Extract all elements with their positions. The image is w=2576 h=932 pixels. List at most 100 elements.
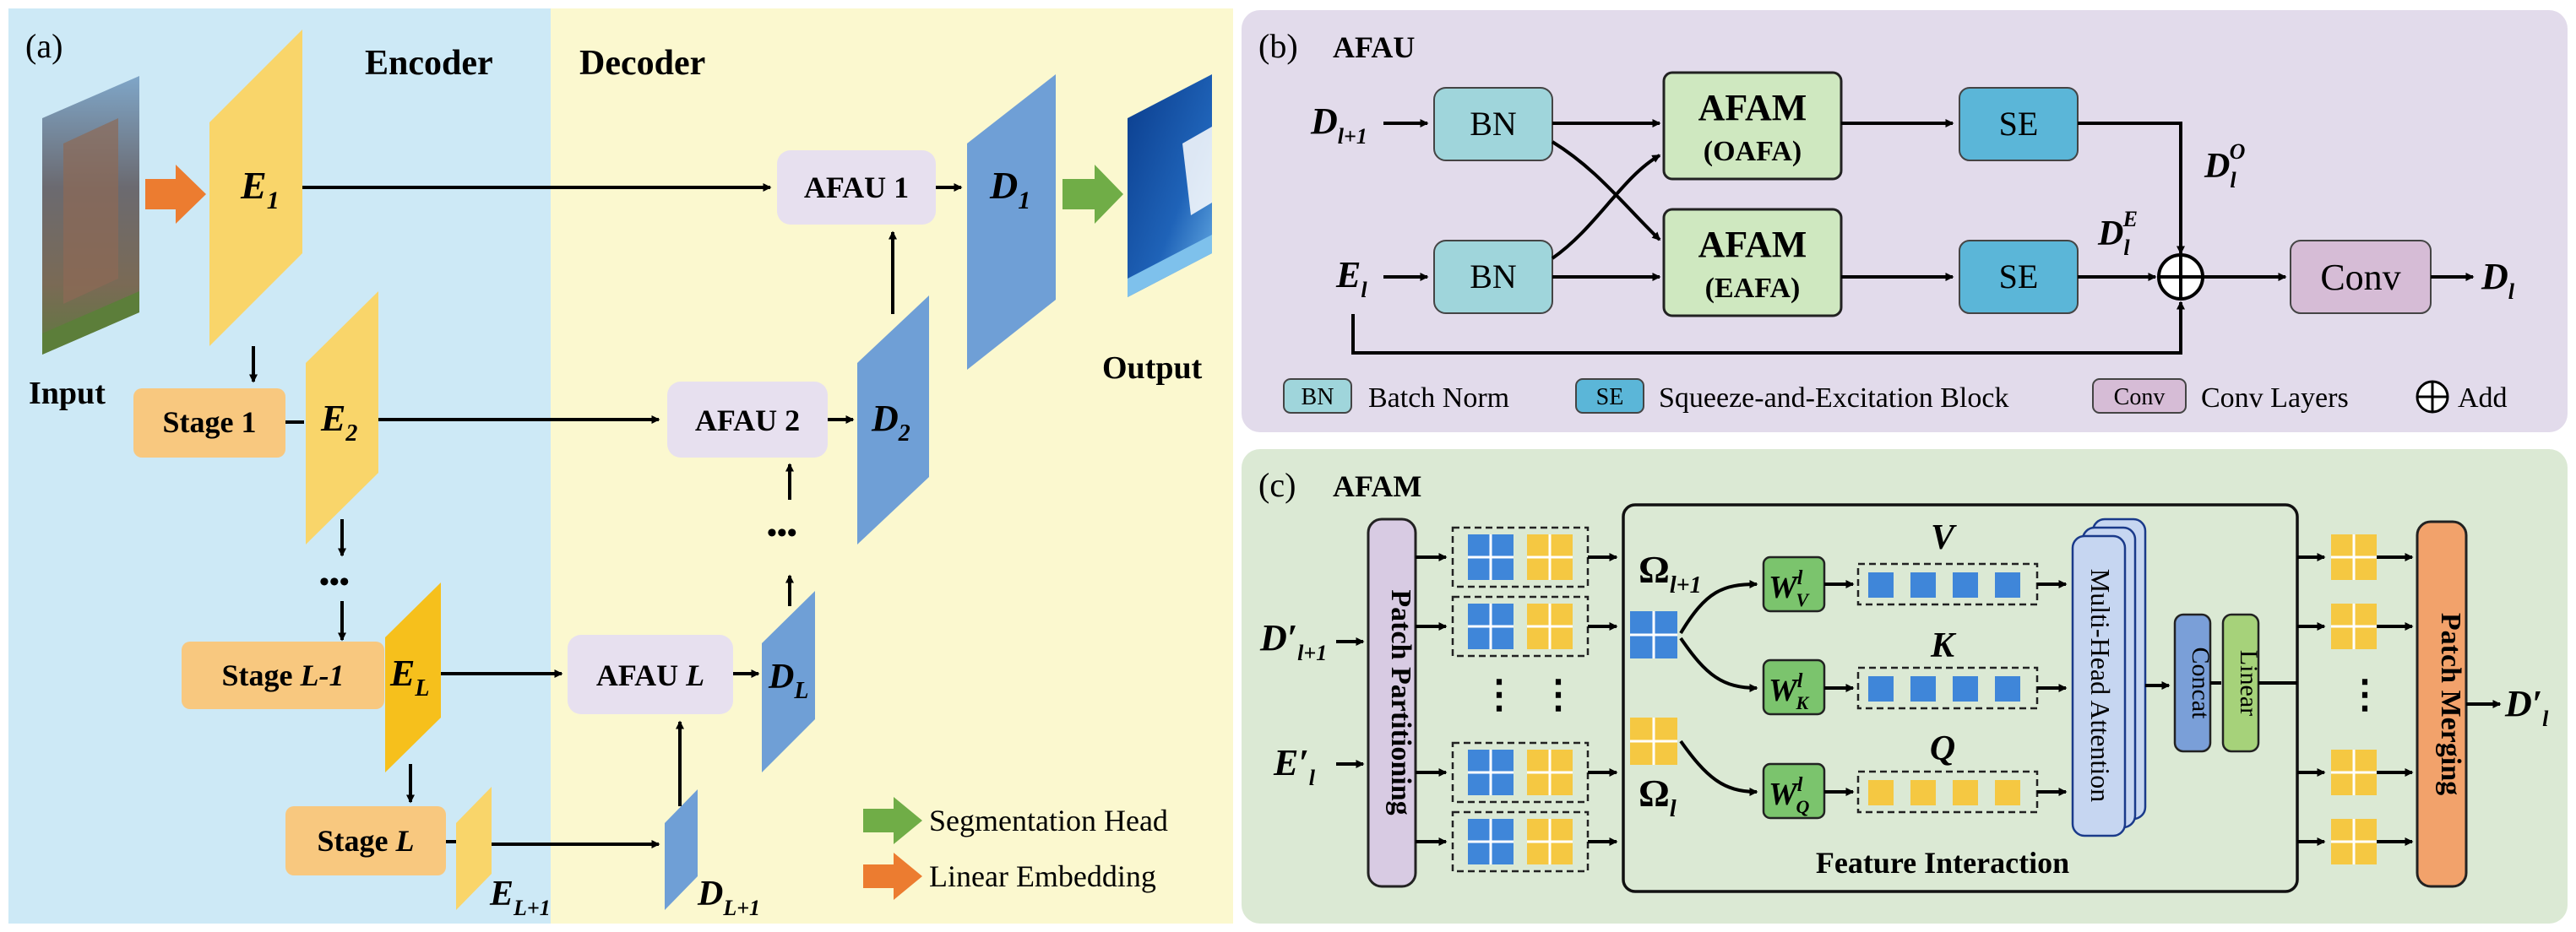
concat-label: Concat [2187, 648, 2215, 720]
conv-label: Conv [2320, 257, 2400, 298]
segmentation-head-arrow [1062, 165, 1123, 224]
output-segmentation-map [1128, 74, 1212, 297]
d2-label: D2 [871, 398, 910, 447]
e1-label: E1 [240, 164, 280, 214]
bn-bottom-label: BN [1470, 257, 1517, 295]
legend-bn-key [1283, 378, 1352, 414]
legend-seg-arrow [863, 797, 922, 844]
legend-seg-label: Segmentation Head [929, 804, 1168, 837]
e1-feature [209, 30, 302, 346]
legend-se-key [1575, 378, 1644, 414]
d1-label: D1 [989, 164, 1030, 214]
multi-head-attention-stack [2071, 517, 2147, 837]
legend-bn-key-text: BN [1302, 384, 1334, 410]
omega-bottom-label: Ωl [1639, 772, 1677, 822]
input-image [42, 76, 139, 355]
legend-se-text: Squeeze-and-Excitation Block [1659, 382, 2008, 414]
afam-eafa-sub: (EAFA) [1705, 273, 1801, 304]
d1-feature [967, 74, 1056, 370]
stage-1-label: Stage 1 [163, 405, 257, 439]
afau-2-box [667, 382, 828, 458]
linear-embedding-arrow [145, 165, 206, 224]
afam-eafa-box [1662, 208, 1843, 317]
left-vdots-1: ⋮ [1480, 673, 1519, 716]
panel-c-title: AFAM [1333, 469, 1421, 503]
panel-c-label: (c) [1258, 466, 1296, 504]
panel-b-title: AFAU [1333, 30, 1415, 64]
stage-1-box [133, 388, 285, 458]
legend-conv-text: Conv Layers [2201, 382, 2349, 414]
feature-interaction-box [1622, 503, 2299, 893]
stage-l-1-box [182, 642, 384, 709]
afam-oafa-sub: (OAFA) [1704, 136, 1802, 167]
afau-output: Dl [2481, 256, 2515, 304]
e2-label: E2 [320, 398, 357, 447]
stage-l-label: Stage L [318, 824, 415, 858]
k-label: K [1930, 626, 1957, 665]
afau-1-box [777, 150, 936, 225]
dle-label: DlE [2097, 207, 2138, 260]
panel-b-label: (b) [1258, 27, 1298, 65]
legend-add-icon [2416, 380, 2449, 414]
legend-add-text: Add [2458, 382, 2508, 414]
afau-background [1242, 10, 2568, 432]
afam-input-top: D′l+1 [1259, 617, 1327, 665]
afam-oafa-box [1662, 71, 1843, 181]
encoder-dots: ••• [319, 566, 350, 598]
panel-a-label: (a) [25, 27, 62, 65]
afam-eafa-title: AFAM [1698, 224, 1807, 265]
panel-b: (b) AFAU Dl+1 El BN BN AFAM (OAFA) AFAM … [1242, 10, 2568, 432]
left-vdots-2: ⋮ [1539, 673, 1578, 716]
afau-2-label: AFAU 2 [695, 404, 800, 437]
afam-output: D′l [2504, 683, 2549, 731]
dlp1-feature [665, 789, 698, 910]
linear-label: Linear [2235, 650, 2263, 716]
bn-top-label: BN [1470, 105, 1517, 143]
stage-l-1-label: Stage L-1 [222, 658, 345, 692]
legend-conv-key [2092, 378, 2187, 414]
v-label: V [1931, 518, 1957, 557]
decoder-dots: ••• [767, 517, 797, 549]
mha-label: Multi-Head Attention [2085, 569, 2116, 802]
right-patches [2297, 534, 2414, 864]
panel-c: (c) AFAM D′l+1 E′l Patch Partitioning [1242, 449, 2568, 924]
omega-top-patch [1630, 611, 1677, 658]
dl-label: DL [768, 658, 808, 704]
decoder-title: Decoder [579, 44, 705, 83]
dlp1-label: DL+1 [697, 875, 760, 920]
elp1-feature [456, 787, 492, 910]
feature-interaction-label: Feature Interaction [1816, 846, 2069, 880]
legend-lin-label: Linear Embedding [929, 859, 1156, 893]
dlo-label: DlO [2204, 139, 2246, 192]
afam-oafa-title: AFAM [1698, 87, 1807, 128]
el-label: EL [389, 653, 429, 702]
k-tokens [1856, 666, 2039, 710]
v-tokens [1856, 562, 2039, 606]
patch-partitioning-label: Patch Partitioning [1385, 589, 1416, 815]
se-top-label: SE [1999, 105, 2039, 143]
stage-l-box [285, 806, 446, 875]
dl-feature [762, 591, 815, 772]
se-bottom-label: SE [1999, 257, 2039, 295]
elp1-label: EL+1 [489, 875, 551, 920]
left-patch-pairs [1416, 526, 1618, 873]
right-vdots: ⋮ [2345, 673, 2384, 716]
afau-input-bottom: El [1335, 254, 1367, 302]
encoder-title: Encoder [365, 44, 493, 83]
afau-l-label: AFAU L [596, 658, 704, 692]
legend-se-key-text: SE [1596, 384, 1624, 410]
legend-bn-text: Batch Norm [1368, 382, 1509, 414]
add-node [2157, 253, 2204, 301]
e2-feature [306, 291, 378, 545]
patch-partitioning-box [1367, 517, 1417, 888]
omega-top-label: Ωl+1 [1639, 548, 1702, 599]
afau-l-box [568, 635, 733, 714]
el-feature [385, 582, 441, 772]
omega-bottom-patch [1630, 718, 1677, 765]
afau-input-top: Dl+1 [1310, 100, 1367, 149]
q-label: Q [1930, 729, 1955, 768]
